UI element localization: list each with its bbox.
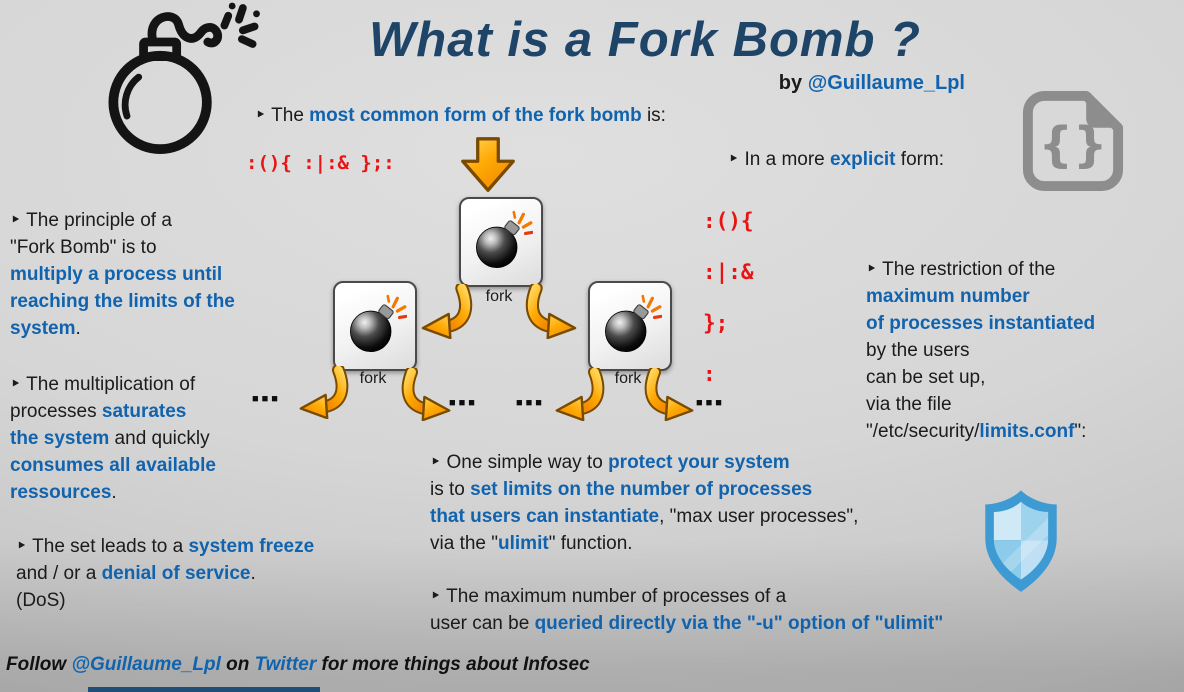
shield-icon xyxy=(985,490,1057,592)
explicit-form-text: ‣ In a more explicit form: xyxy=(728,149,945,170)
ellipsis-dots: ■■■ xyxy=(516,397,545,409)
code-document-icon: {} xyxy=(1022,90,1124,192)
intro-text: ‣ The most common form of the fork bomb … xyxy=(255,105,666,126)
curved-arrow-icon xyxy=(552,368,608,421)
ellipsis-dots: ■■■ xyxy=(449,397,478,409)
ellipsis-dots: ■■■ xyxy=(252,393,281,405)
author-byline: by @Guillaume_Lpl xyxy=(778,72,965,94)
footer-text: Follow @Guillaume_Lpl on Twitter for mor… xyxy=(6,654,590,675)
fork-process-card-right xyxy=(588,281,672,371)
bomb-glossy-icon xyxy=(598,294,662,358)
fork-label: fork xyxy=(485,288,513,305)
ellipsis-dots: ■■■ xyxy=(696,397,725,409)
down-arrow-icon xyxy=(452,136,524,194)
protect-system-text: ‣ One simple way to protect your system … xyxy=(430,452,859,554)
multiplication-text: ‣ The multiplication of processes satura… xyxy=(10,374,216,503)
braces-glyph: {} xyxy=(1039,117,1108,173)
curved-arrow-icon xyxy=(418,284,476,339)
bomb-glossy-icon xyxy=(343,294,407,358)
system-freeze-text: ‣ The set leads to a system freeze and /… xyxy=(16,536,315,611)
fork-label: fork xyxy=(359,370,387,387)
forkbomb-code-compact: :(){ :|:& };: xyxy=(246,152,395,174)
fork-process-card-top xyxy=(459,197,543,287)
forkbomb-code-explicit: :(){ :|:& }; : xyxy=(703,209,754,386)
bomb-glossy-icon xyxy=(469,210,533,274)
fork-process-card-left xyxy=(333,281,417,371)
page-title: What is a Fork Bomb ? xyxy=(369,13,921,67)
principle-text: ‣ The principle of a "Fork Bomb" is to m… xyxy=(10,210,235,339)
curved-arrow-icon xyxy=(522,284,580,339)
curved-arrow-icon xyxy=(398,368,454,421)
bomb-icon xyxy=(108,2,260,155)
fork-label: fork xyxy=(614,370,642,387)
query-ulimit-text: ‣ The maximum number of processes of a u… xyxy=(430,586,944,634)
curved-arrow-icon xyxy=(641,368,697,421)
footer-accent-bar xyxy=(88,687,320,692)
restriction-text: ‣ The restriction of the maximum number … xyxy=(866,259,1096,442)
curved-arrow-icon xyxy=(296,366,352,419)
